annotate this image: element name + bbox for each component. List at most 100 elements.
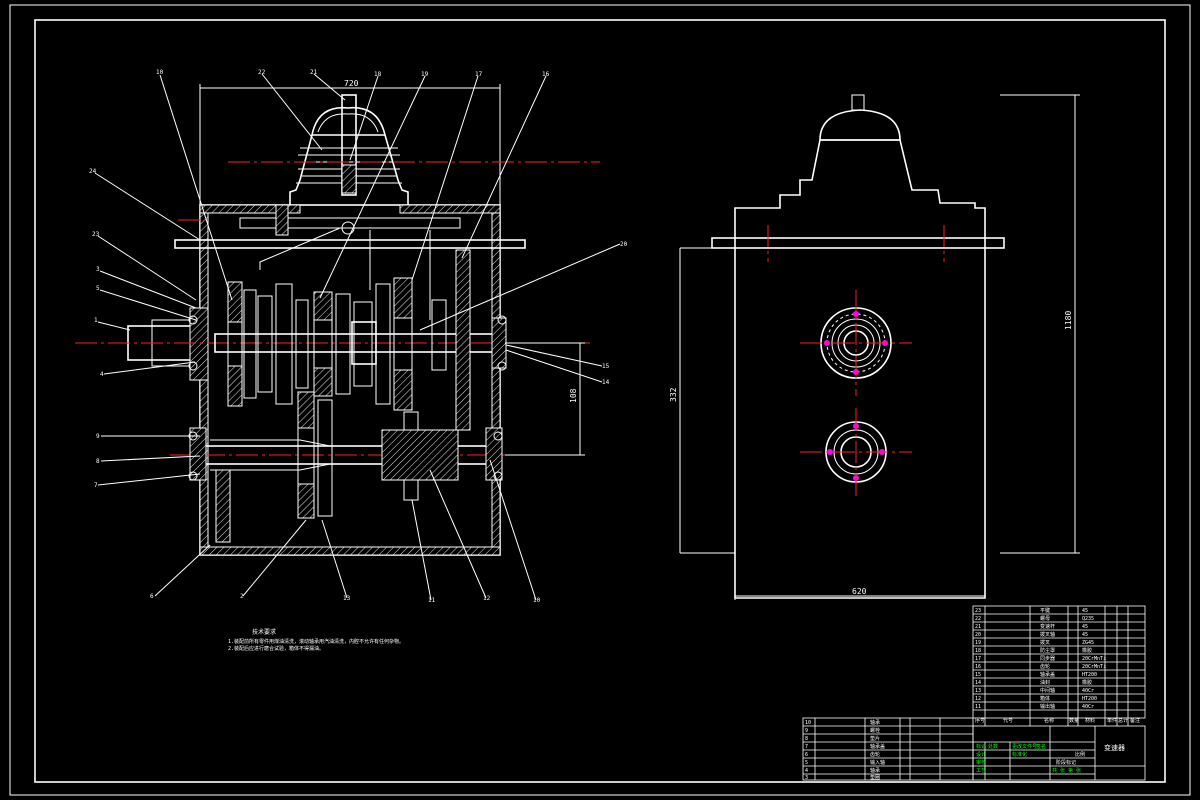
- technical-notes: 技术要求 1.装配前所有零件用煤油清洗，滚动轴承用汽油清洗，内腔不允许有任何杂物…: [228, 628, 404, 652]
- svg-text:垫片: 垫片: [870, 735, 880, 742]
- parts-header-1: 代号: [1003, 717, 1013, 724]
- callout-24: 24: [89, 168, 97, 175]
- callout-4: 4: [100, 371, 104, 378]
- svg-text:更改文件号: 更改文件号: [1012, 743, 1037, 750]
- side-view: 1180 332 620: [669, 94, 1080, 600]
- svg-text:螺栓: 螺栓: [870, 727, 880, 734]
- svg-text:17: 17: [975, 656, 981, 662]
- svg-text:拨叉轴: 拨叉轴: [1040, 631, 1055, 638]
- dim-side-width: 620: [852, 587, 867, 596]
- svg-text:油封: 油封: [1040, 679, 1050, 686]
- callout-6: 6: [150, 593, 154, 600]
- svg-text:变速杆: 变速杆: [1040, 623, 1055, 630]
- parts-header-0: 序号: [975, 717, 985, 724]
- svg-text:橡胶: 橡胶: [1082, 679, 1092, 686]
- sheet-title: 变速器: [1104, 743, 1125, 752]
- svg-text:设计: 设计: [976, 751, 986, 758]
- svg-text:22: 22: [975, 616, 981, 622]
- callout-3: 3: [96, 266, 100, 273]
- svg-text:平键: 平键: [1040, 607, 1050, 614]
- svg-text:9: 9: [805, 728, 808, 734]
- svg-text:同步器: 同步器: [1040, 656, 1055, 662]
- svg-text:防尘罩: 防尘罩: [1040, 647, 1055, 654]
- callout-16: 16: [542, 71, 550, 78]
- callout-2: 2: [240, 593, 244, 600]
- callout-leaders: 10 22 21 18 19 17 16 24 23 3 5 1 4 9 8 7…: [89, 69, 628, 604]
- callout-1: 1: [94, 317, 98, 324]
- svg-text:5: 5: [805, 760, 808, 766]
- callout-15: 15: [602, 363, 610, 370]
- svg-text:HT200: HT200: [1082, 672, 1097, 678]
- callout-9: 9: [96, 433, 100, 440]
- callout-17: 17: [475, 71, 483, 78]
- svg-text:19: 19: [975, 640, 981, 646]
- svg-text:签名: 签名: [1036, 743, 1046, 750]
- callout-7: 7: [94, 482, 98, 489]
- outer-border: [9, 4, 1191, 796]
- svg-text:工艺: 工艺: [976, 768, 986, 774]
- svg-text:共 张 第 张: 共 张 第 张: [1052, 767, 1081, 774]
- dim-height-total: 332: [669, 387, 678, 402]
- svg-text:20CrMnTi: 20CrMnTi: [1082, 656, 1106, 662]
- svg-text:10: 10: [805, 720, 811, 726]
- callout-22: 22: [258, 69, 266, 76]
- svg-text:45: 45: [1082, 624, 1088, 630]
- svg-text:45: 45: [1082, 608, 1088, 614]
- svg-text:轴承盖: 轴承盖: [870, 743, 885, 750]
- svg-text:比例: 比例: [1075, 751, 1085, 758]
- svg-text:输出轴: 输出轴: [1040, 703, 1055, 710]
- svg-text:20CrMnTi: 20CrMnTi: [1082, 664, 1106, 670]
- svg-text:4: 4: [805, 768, 808, 774]
- callout-5: 5: [96, 285, 100, 292]
- svg-text:8: 8: [805, 736, 808, 742]
- callout-14: 14: [602, 379, 610, 386]
- svg-text:阶段标记: 阶段标记: [1056, 759, 1076, 766]
- note-2: 2.装配后应进行磨合试验，箱体不得漏油。: [228, 645, 324, 652]
- svg-text:HT200: HT200: [1082, 696, 1097, 702]
- notes-heading: 技术要求: [252, 628, 276, 636]
- callout-21: 21: [310, 69, 318, 76]
- svg-text:13: 13: [975, 688, 981, 694]
- callout-18: 18: [374, 71, 382, 78]
- svg-text:轴承: 轴承: [870, 719, 880, 726]
- svg-text:橡胶: 橡胶: [1082, 647, 1092, 654]
- callout-8: 8: [96, 458, 100, 465]
- dim-side-height: 1180: [1064, 311, 1073, 330]
- svg-text:3: 3: [805, 775, 808, 781]
- svg-text:18: 18: [975, 648, 981, 654]
- parts-header-4: 材料: [1085, 717, 1095, 724]
- svg-text:40Cr: 40Cr: [1082, 688, 1094, 694]
- svg-text:15: 15: [975, 672, 981, 678]
- inner-border: [34, 19, 1166, 783]
- callout-20: 20: [620, 241, 628, 248]
- svg-text:40Cr: 40Cr: [1082, 704, 1094, 710]
- parts-header-3: 数量: [1069, 717, 1079, 724]
- svg-text:23: 23: [975, 608, 981, 614]
- svg-text:轴承: 轴承: [870, 767, 880, 774]
- callout-12: 12: [483, 595, 491, 602]
- svg-text:7: 7: [805, 744, 808, 750]
- svg-text:标记: 标记: [976, 743, 986, 750]
- svg-text:20: 20: [975, 632, 981, 638]
- svg-text:轴承盖: 轴承盖: [1040, 671, 1055, 678]
- svg-text:21: 21: [975, 624, 981, 630]
- svg-text:11: 11: [975, 704, 981, 710]
- svg-text:输入轴: 输入轴: [870, 759, 885, 766]
- svg-text:12: 12: [975, 696, 981, 702]
- parts-header-5: 单件: [1107, 717, 1117, 724]
- parts-header-6: 总计: [1118, 717, 1128, 724]
- callout-11: 11: [428, 597, 436, 604]
- svg-text:审核: 审核: [976, 759, 986, 766]
- callout-19: 19: [421, 71, 429, 78]
- note-1: 1.装配前所有零件用煤油清洗，滚动轴承用汽油清洗，内腔不允许有任何杂物。: [228, 638, 404, 645]
- callout-10: 10: [156, 69, 164, 76]
- svg-text:拨叉: 拨叉: [1040, 639, 1050, 646]
- callout-23: 23: [92, 231, 100, 238]
- svg-text:箱体: 箱体: [1040, 695, 1050, 702]
- svg-text:标准化: 标准化: [1012, 751, 1027, 758]
- dim-top-width: 720: [344, 79, 359, 88]
- dim-center-distance: 108: [569, 388, 578, 403]
- svg-text:16: 16: [975, 664, 981, 670]
